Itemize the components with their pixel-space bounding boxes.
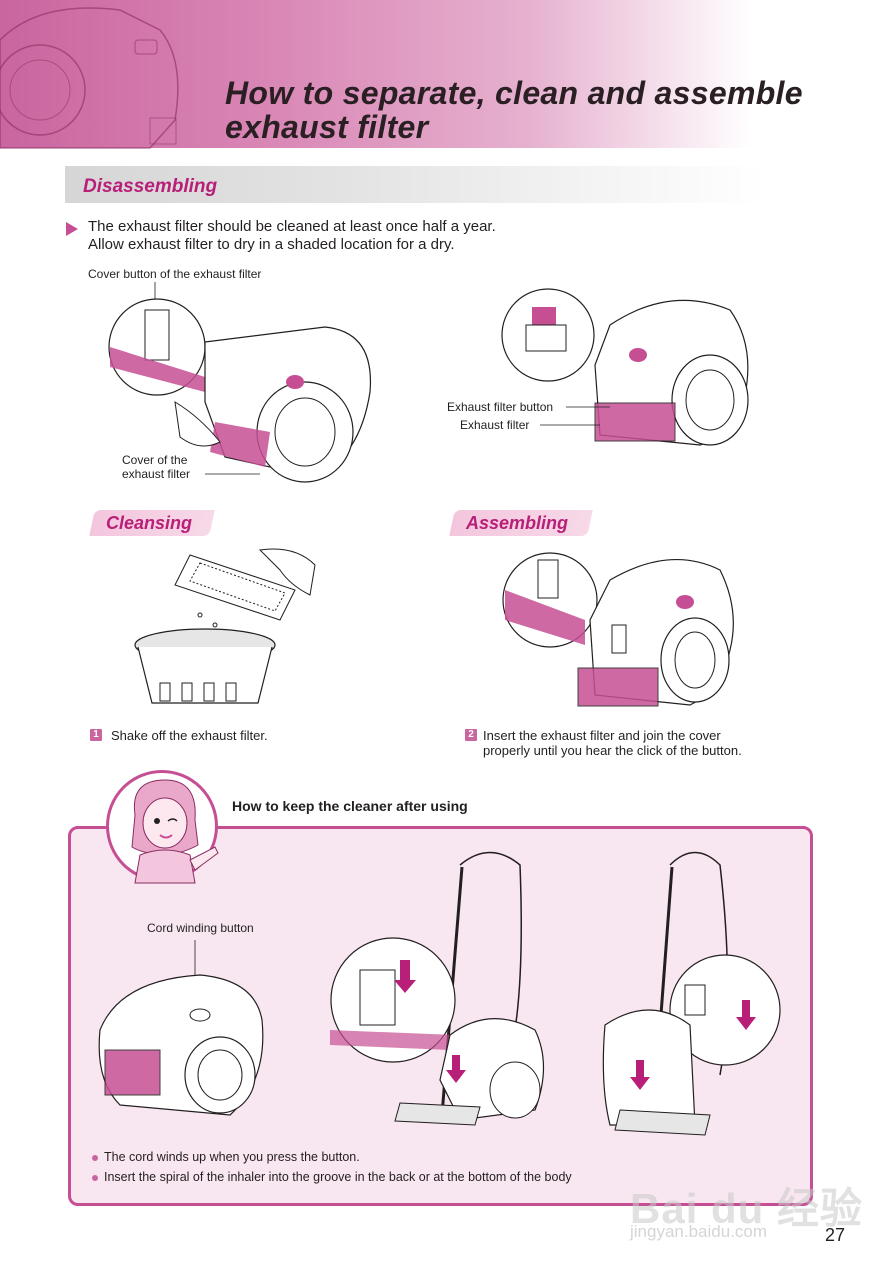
section-heading: Disassembling	[83, 176, 218, 197]
storage-heading: How to keep the cleaner after using	[232, 798, 468, 814]
step-2-text-line-1: Insert the exhaust filter and join the c…	[483, 728, 721, 743]
step-1-text: Shake off the exhaust filter.	[111, 728, 268, 743]
label-cord-button: Cord winding button	[147, 921, 254, 935]
label-cover-filter-line-1: Cover of the	[122, 453, 188, 467]
storage-bottom-illustration	[602, 851, 781, 1136]
watermark-logo: Bai du 经验	[630, 1185, 864, 1232]
label-cover-filter-line-2: exhaust filter	[122, 467, 191, 481]
cleansing-title: Cleansing	[106, 513, 193, 533]
bullet-1-text: The cord winds up when you press the but…	[104, 1150, 360, 1164]
mascot-illustration	[131, 779, 219, 884]
bullet-1-dot	[92, 1155, 98, 1161]
disassembly-illustration-right	[501, 288, 749, 446]
intro-line-2: Allow exhaust filter to dry in a shaded …	[88, 236, 455, 253]
page-title-line-2: exhaust filter	[225, 109, 429, 145]
vacuum-header-illustration	[0, 7, 179, 149]
intro-text: The exhaust filter should be cleaned at …	[88, 218, 496, 254]
section-band	[65, 166, 765, 203]
page-title-line-1: How to separate, clean and assemble	[225, 75, 803, 111]
storage-back-illustration	[330, 851, 545, 1126]
label-filter: Exhaust filter	[460, 418, 530, 432]
cleansing-illustration	[134, 548, 316, 704]
bullet-2-dot	[92, 1175, 98, 1181]
label-cover-filter: Cover of the exhaust filter	[122, 453, 190, 481]
step-1-badge: 1	[90, 729, 102, 741]
page-number: 27	[825, 1225, 846, 1245]
step-2-text: Insert the exhaust filter and join the c…	[483, 728, 742, 758]
intro-line-1: The exhaust filter should be cleaned at …	[88, 218, 496, 235]
header-banner	[0, 0, 883, 148]
bullet-2-text: Insert the spiral of the inhaler into th…	[104, 1170, 572, 1184]
label-filter-button: Exhaust filter button	[447, 400, 554, 414]
label-cover-button: Cover button of the exhaust filter	[88, 267, 262, 281]
assembling-title: Assembling	[466, 513, 569, 533]
triangle-bullet-icon	[66, 222, 78, 236]
assembling-illustration	[502, 552, 734, 707]
page-title: How to separate, clean and assemble exha…	[225, 76, 865, 144]
step-2-text-line-2: properly until you hear the click of the…	[483, 743, 742, 758]
step-2-badge: 2	[465, 729, 477, 741]
cord-winding-illustration	[98, 940, 264, 1116]
disassembly-illustration-left	[108, 282, 372, 483]
watermark-url: jingyan.baidu.com	[630, 1222, 768, 1241]
